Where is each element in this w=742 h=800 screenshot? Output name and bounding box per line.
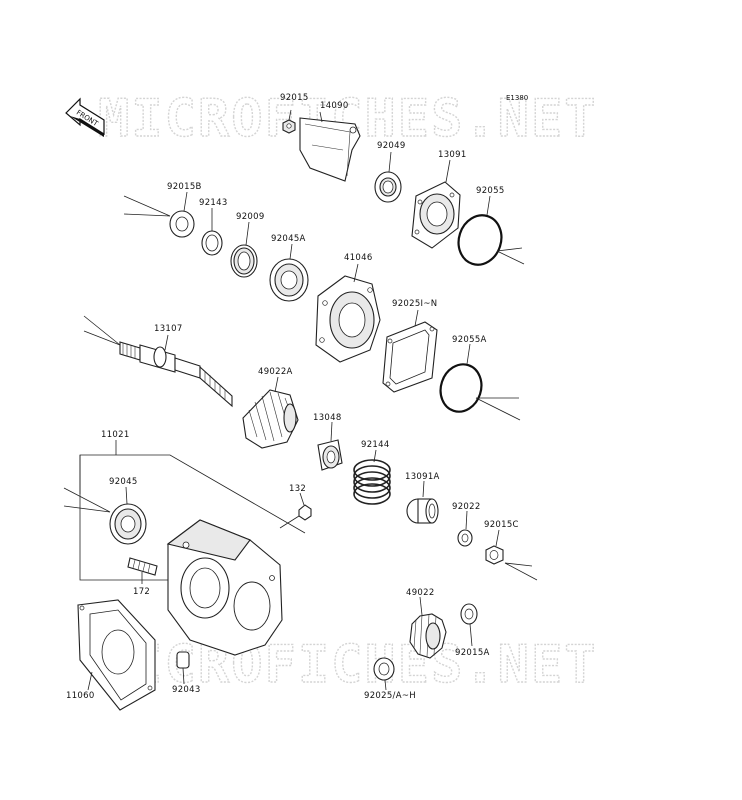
part-92144-spring bbox=[353, 459, 391, 505]
part-49022-pinion-gear bbox=[409, 613, 447, 659]
part-92015C-nut bbox=[485, 545, 504, 565]
label-92045A: 92045A bbox=[271, 234, 306, 244]
label-92049: 92049 bbox=[377, 141, 406, 151]
part-92055-o-ring bbox=[457, 214, 503, 266]
label-13091A: 13091A bbox=[405, 472, 440, 482]
label-13048: 13048 bbox=[313, 413, 342, 423]
label-132: 132 bbox=[289, 484, 306, 494]
part-92009-shim bbox=[230, 244, 258, 278]
label-92025I-N: 92025I~N bbox=[392, 299, 437, 309]
label-92055: 92055 bbox=[476, 186, 505, 196]
label-172: 172 bbox=[133, 587, 150, 597]
part-13091A-sleeve bbox=[406, 498, 439, 524]
label-41046: 41046 bbox=[344, 253, 373, 263]
part-14090-bracket bbox=[299, 117, 361, 182]
label-92015C: 92015C bbox=[484, 520, 519, 530]
diagram-code: E1380 bbox=[506, 94, 528, 102]
part-13091-housing-cap bbox=[411, 181, 461, 249]
part-92015-nut bbox=[282, 119, 296, 134]
part-92025I-N-gasket bbox=[382, 321, 438, 393]
part-13048-coupling bbox=[317, 439, 343, 471]
label-14090: 14090 bbox=[320, 101, 349, 111]
label-13091: 13091 bbox=[438, 150, 467, 160]
part-92015B-nut bbox=[169, 210, 195, 238]
part-49022A-bevel-gear bbox=[242, 389, 299, 449]
part-92045A-bearing bbox=[269, 258, 309, 302]
label-92045: 92045 bbox=[109, 477, 138, 487]
part-gear-case-housing bbox=[166, 519, 283, 656]
part-92045-bearing bbox=[109, 503, 147, 545]
label-11060: 11060 bbox=[66, 691, 95, 701]
part-92025A-H-shim bbox=[373, 657, 395, 681]
label-92025A-H: 92025/A~H bbox=[364, 691, 416, 701]
label-92144: 92144 bbox=[361, 440, 390, 450]
part-92022-washer bbox=[457, 529, 473, 547]
label-49022: 49022 bbox=[406, 588, 435, 598]
label-49022A: 49022A bbox=[258, 367, 293, 377]
label-92143: 92143 bbox=[199, 198, 228, 208]
label-92055A: 92055A bbox=[452, 335, 487, 345]
label-92009: 92009 bbox=[236, 212, 265, 222]
label-11021: 11021 bbox=[101, 430, 130, 440]
part-11060-gasket bbox=[77, 599, 156, 711]
label-92015: 92015 bbox=[280, 93, 309, 103]
part-92015A-nut bbox=[460, 603, 478, 625]
part-172-stud bbox=[127, 557, 158, 576]
label-92015A: 92015A bbox=[455, 648, 490, 658]
label-13107: 13107 bbox=[154, 324, 183, 334]
part-132-bolt bbox=[279, 504, 312, 529]
part-92043-pin bbox=[176, 651, 190, 669]
part-92143-collar bbox=[201, 230, 223, 256]
part-92055A-o-ring bbox=[439, 363, 483, 413]
label-92015B: 92015B bbox=[167, 182, 202, 192]
label-92043: 92043 bbox=[172, 685, 201, 695]
part-92049-oil-seal bbox=[374, 171, 402, 203]
part-41046-flange-housing bbox=[315, 275, 381, 363]
part-13107-drive-shaft bbox=[119, 341, 233, 408]
label-92022: 92022 bbox=[452, 502, 481, 512]
